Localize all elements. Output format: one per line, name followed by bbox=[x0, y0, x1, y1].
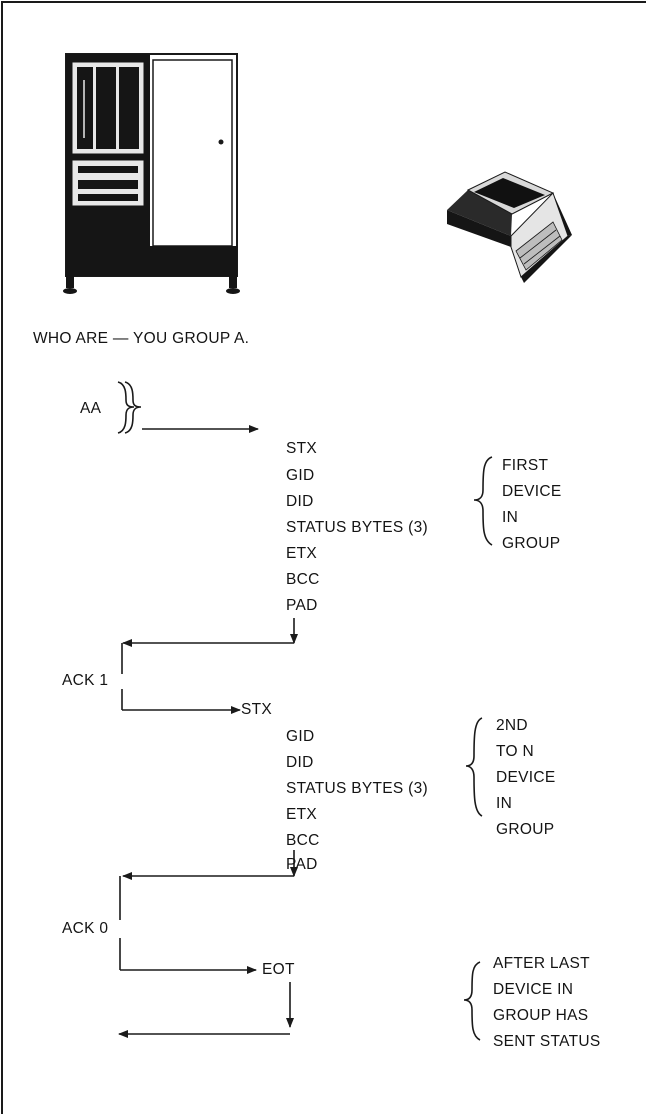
note2-line-1: 2ND bbox=[496, 716, 528, 736]
note3-line-1: AFTER LAST bbox=[493, 954, 590, 974]
field-did-1: DID bbox=[286, 492, 314, 512]
note3-line-2: DEVICE IN bbox=[493, 980, 573, 1000]
field-stx-1: STX bbox=[286, 439, 317, 459]
brace-2nd-device bbox=[466, 718, 482, 816]
note2-line-5: GROUP bbox=[496, 820, 554, 840]
brace-after-last bbox=[464, 962, 480, 1040]
field-pad-2: PAD bbox=[286, 855, 318, 875]
diagram-caption: WHO ARE — YOU GROUP A. bbox=[33, 329, 249, 349]
field-etx-2: ETX bbox=[286, 805, 317, 825]
note1-line-2: DEVICE bbox=[502, 482, 562, 502]
note2-line-4: IN bbox=[496, 794, 512, 814]
field-etx-1: ETX bbox=[286, 544, 317, 564]
field-stx-2: STX bbox=[241, 700, 272, 720]
note2-line-3: DEVICE bbox=[496, 768, 556, 788]
brace-first-device bbox=[474, 457, 492, 545]
note3-line-3: GROUP HAS bbox=[493, 1006, 588, 1026]
field-gid-2: GID bbox=[286, 727, 314, 747]
field-pad-1: PAD bbox=[286, 596, 318, 616]
eot-label: EOT bbox=[262, 960, 295, 980]
ack1-label: ACK 1 bbox=[62, 671, 108, 691]
poll-marker bbox=[118, 382, 141, 433]
ack0-label: ACK 0 bbox=[62, 919, 108, 939]
field-status-1: STATUS BYTES (3) bbox=[286, 518, 428, 538]
field-did-2: DID bbox=[286, 753, 314, 773]
note2-line-2: TO N bbox=[496, 742, 534, 762]
field-gid-1: GID bbox=[286, 466, 314, 486]
computer-cabinet-icon bbox=[63, 54, 240, 294]
note1-line-1: FIRST bbox=[502, 456, 548, 476]
field-bcc-2: BCC bbox=[286, 831, 320, 851]
field-status-2: STATUS BYTES (3) bbox=[286, 779, 428, 799]
poll-label: AA bbox=[80, 399, 101, 419]
note1-line-3: IN bbox=[502, 508, 518, 528]
terminal-icon bbox=[447, 172, 572, 283]
field-bcc-1: BCC bbox=[286, 570, 320, 590]
note3-line-4: SENT STATUS bbox=[493, 1032, 601, 1052]
note1-line-4: GROUP bbox=[502, 534, 560, 554]
